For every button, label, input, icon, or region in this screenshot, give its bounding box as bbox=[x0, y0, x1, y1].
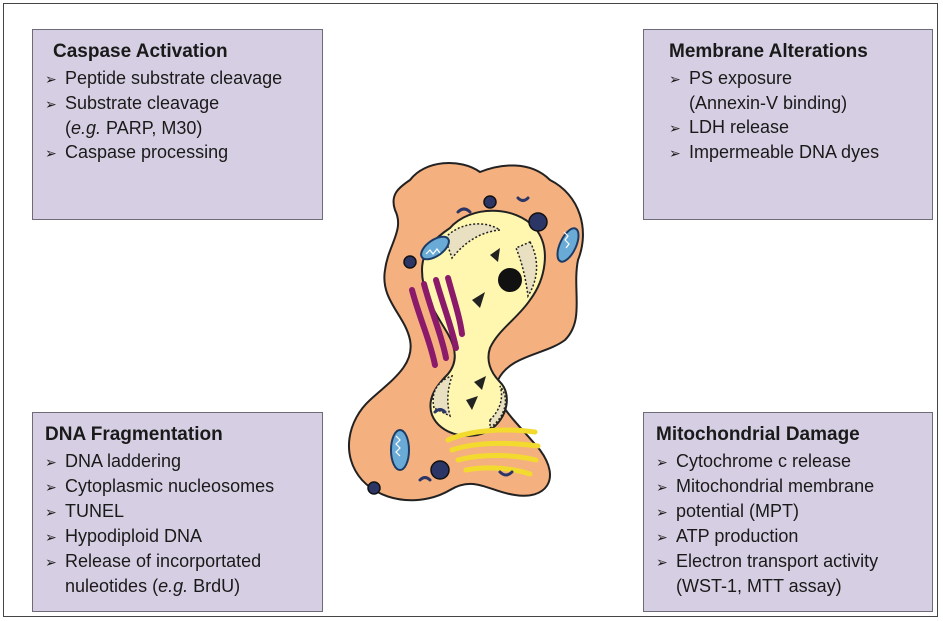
list-item: ➢potential (MPT) bbox=[656, 499, 922, 524]
arrow-bullet-icon: ➢ bbox=[656, 525, 676, 549]
list-item: ➢Impermeable DNA dyes bbox=[669, 140, 922, 165]
arrow-bullet-icon: ➢ bbox=[45, 500, 65, 524]
list-item: ➢Mitochondrial membrane bbox=[656, 474, 922, 499]
caspase-activation-title: Caspase Activation bbox=[45, 40, 312, 64]
arrow-bullet-icon: ➢ bbox=[656, 550, 676, 574]
dna-fragmentation-title: DNA Fragmentation bbox=[45, 423, 312, 447]
mitochondrial-damage-box: Mitochondrial Damage ➢Cytochrome c relea… bbox=[643, 412, 933, 612]
caspase-activation-box: Caspase Activation ➢Peptide substrate cl… bbox=[32, 29, 323, 220]
list-item-continuation: (e.g. PARP, M30) bbox=[45, 116, 312, 140]
mitochondrial-damage-title: Mitochondrial Damage bbox=[656, 423, 922, 447]
arrow-bullet-icon: ➢ bbox=[45, 141, 65, 165]
dna-fragmentation-box: DNA Fragmentation ➢DNA laddering ➢Cytopl… bbox=[32, 412, 323, 612]
arrow-bullet-icon: ➢ bbox=[669, 67, 689, 91]
list-item: ➢Hypodiploid DNA bbox=[45, 524, 312, 549]
vesicle bbox=[529, 213, 547, 231]
vesicle bbox=[431, 461, 449, 479]
list-item-continuation: (WST-1, MTT assay) bbox=[656, 574, 922, 598]
vesicle bbox=[368, 482, 380, 494]
nucleolus bbox=[498, 268, 522, 292]
list-item: ➢Release of incorportated bbox=[45, 549, 312, 574]
list-item: ➢Electron transport activity bbox=[656, 549, 922, 574]
list-item-continuation: nuleotides (e.g. BrdU) bbox=[45, 574, 312, 598]
list-item: ➢Cytochrome c release bbox=[656, 449, 922, 474]
dna-fragmentation-list: ➢DNA laddering ➢Cytoplasmic nucleosomes … bbox=[45, 449, 312, 598]
membrane-alterations-title: Membrane Alterations bbox=[656, 40, 922, 64]
arrow-bullet-icon: ➢ bbox=[669, 116, 689, 140]
arrow-bullet-icon: ➢ bbox=[45, 550, 65, 574]
arrow-bullet-icon: ➢ bbox=[45, 92, 65, 116]
membrane-alterations-box: Membrane Alterations ➢PS exposure (Annex… bbox=[643, 29, 933, 220]
arrow-bullet-icon: ➢ bbox=[45, 525, 65, 549]
arrow-bullet-icon: ➢ bbox=[656, 500, 676, 524]
list-item: ➢Peptide substrate cleavage bbox=[45, 66, 312, 91]
list-item: ➢TUNEL bbox=[45, 499, 312, 524]
list-item: ➢DNA laddering bbox=[45, 449, 312, 474]
list-item: ➢Cytoplasmic nucleosomes bbox=[45, 474, 312, 499]
mitochondrion bbox=[391, 430, 409, 470]
apoptotic-cell-illustration bbox=[340, 150, 590, 510]
mitochondrial-damage-list: ➢Cytochrome c release ➢Mitochondrial mem… bbox=[656, 449, 922, 598]
arrow-bullet-icon: ➢ bbox=[45, 450, 65, 474]
list-item: ➢PS exposure bbox=[669, 66, 922, 91]
arrow-bullet-icon: ➢ bbox=[656, 475, 676, 499]
list-item: ➢LDH release bbox=[669, 115, 922, 140]
arrow-bullet-icon: ➢ bbox=[45, 67, 65, 91]
list-item: ➢Substrate cleavage bbox=[45, 91, 312, 116]
arrow-bullet-icon: ➢ bbox=[45, 475, 65, 499]
arrow-bullet-icon: ➢ bbox=[656, 450, 676, 474]
list-item: ➢Caspase processing bbox=[45, 140, 312, 165]
list-item-continuation: (Annexin-V binding) bbox=[669, 91, 922, 115]
list-item: ➢ATP production bbox=[656, 524, 922, 549]
membrane-alterations-list: ➢PS exposure (Annexin-V binding) ➢LDH re… bbox=[656, 66, 922, 165]
caspase-activation-list: ➢Peptide substrate cleavage ➢Substrate c… bbox=[45, 66, 312, 165]
vesicle bbox=[404, 256, 416, 268]
arrow-bullet-icon: ➢ bbox=[669, 141, 689, 165]
vesicle bbox=[484, 196, 496, 208]
